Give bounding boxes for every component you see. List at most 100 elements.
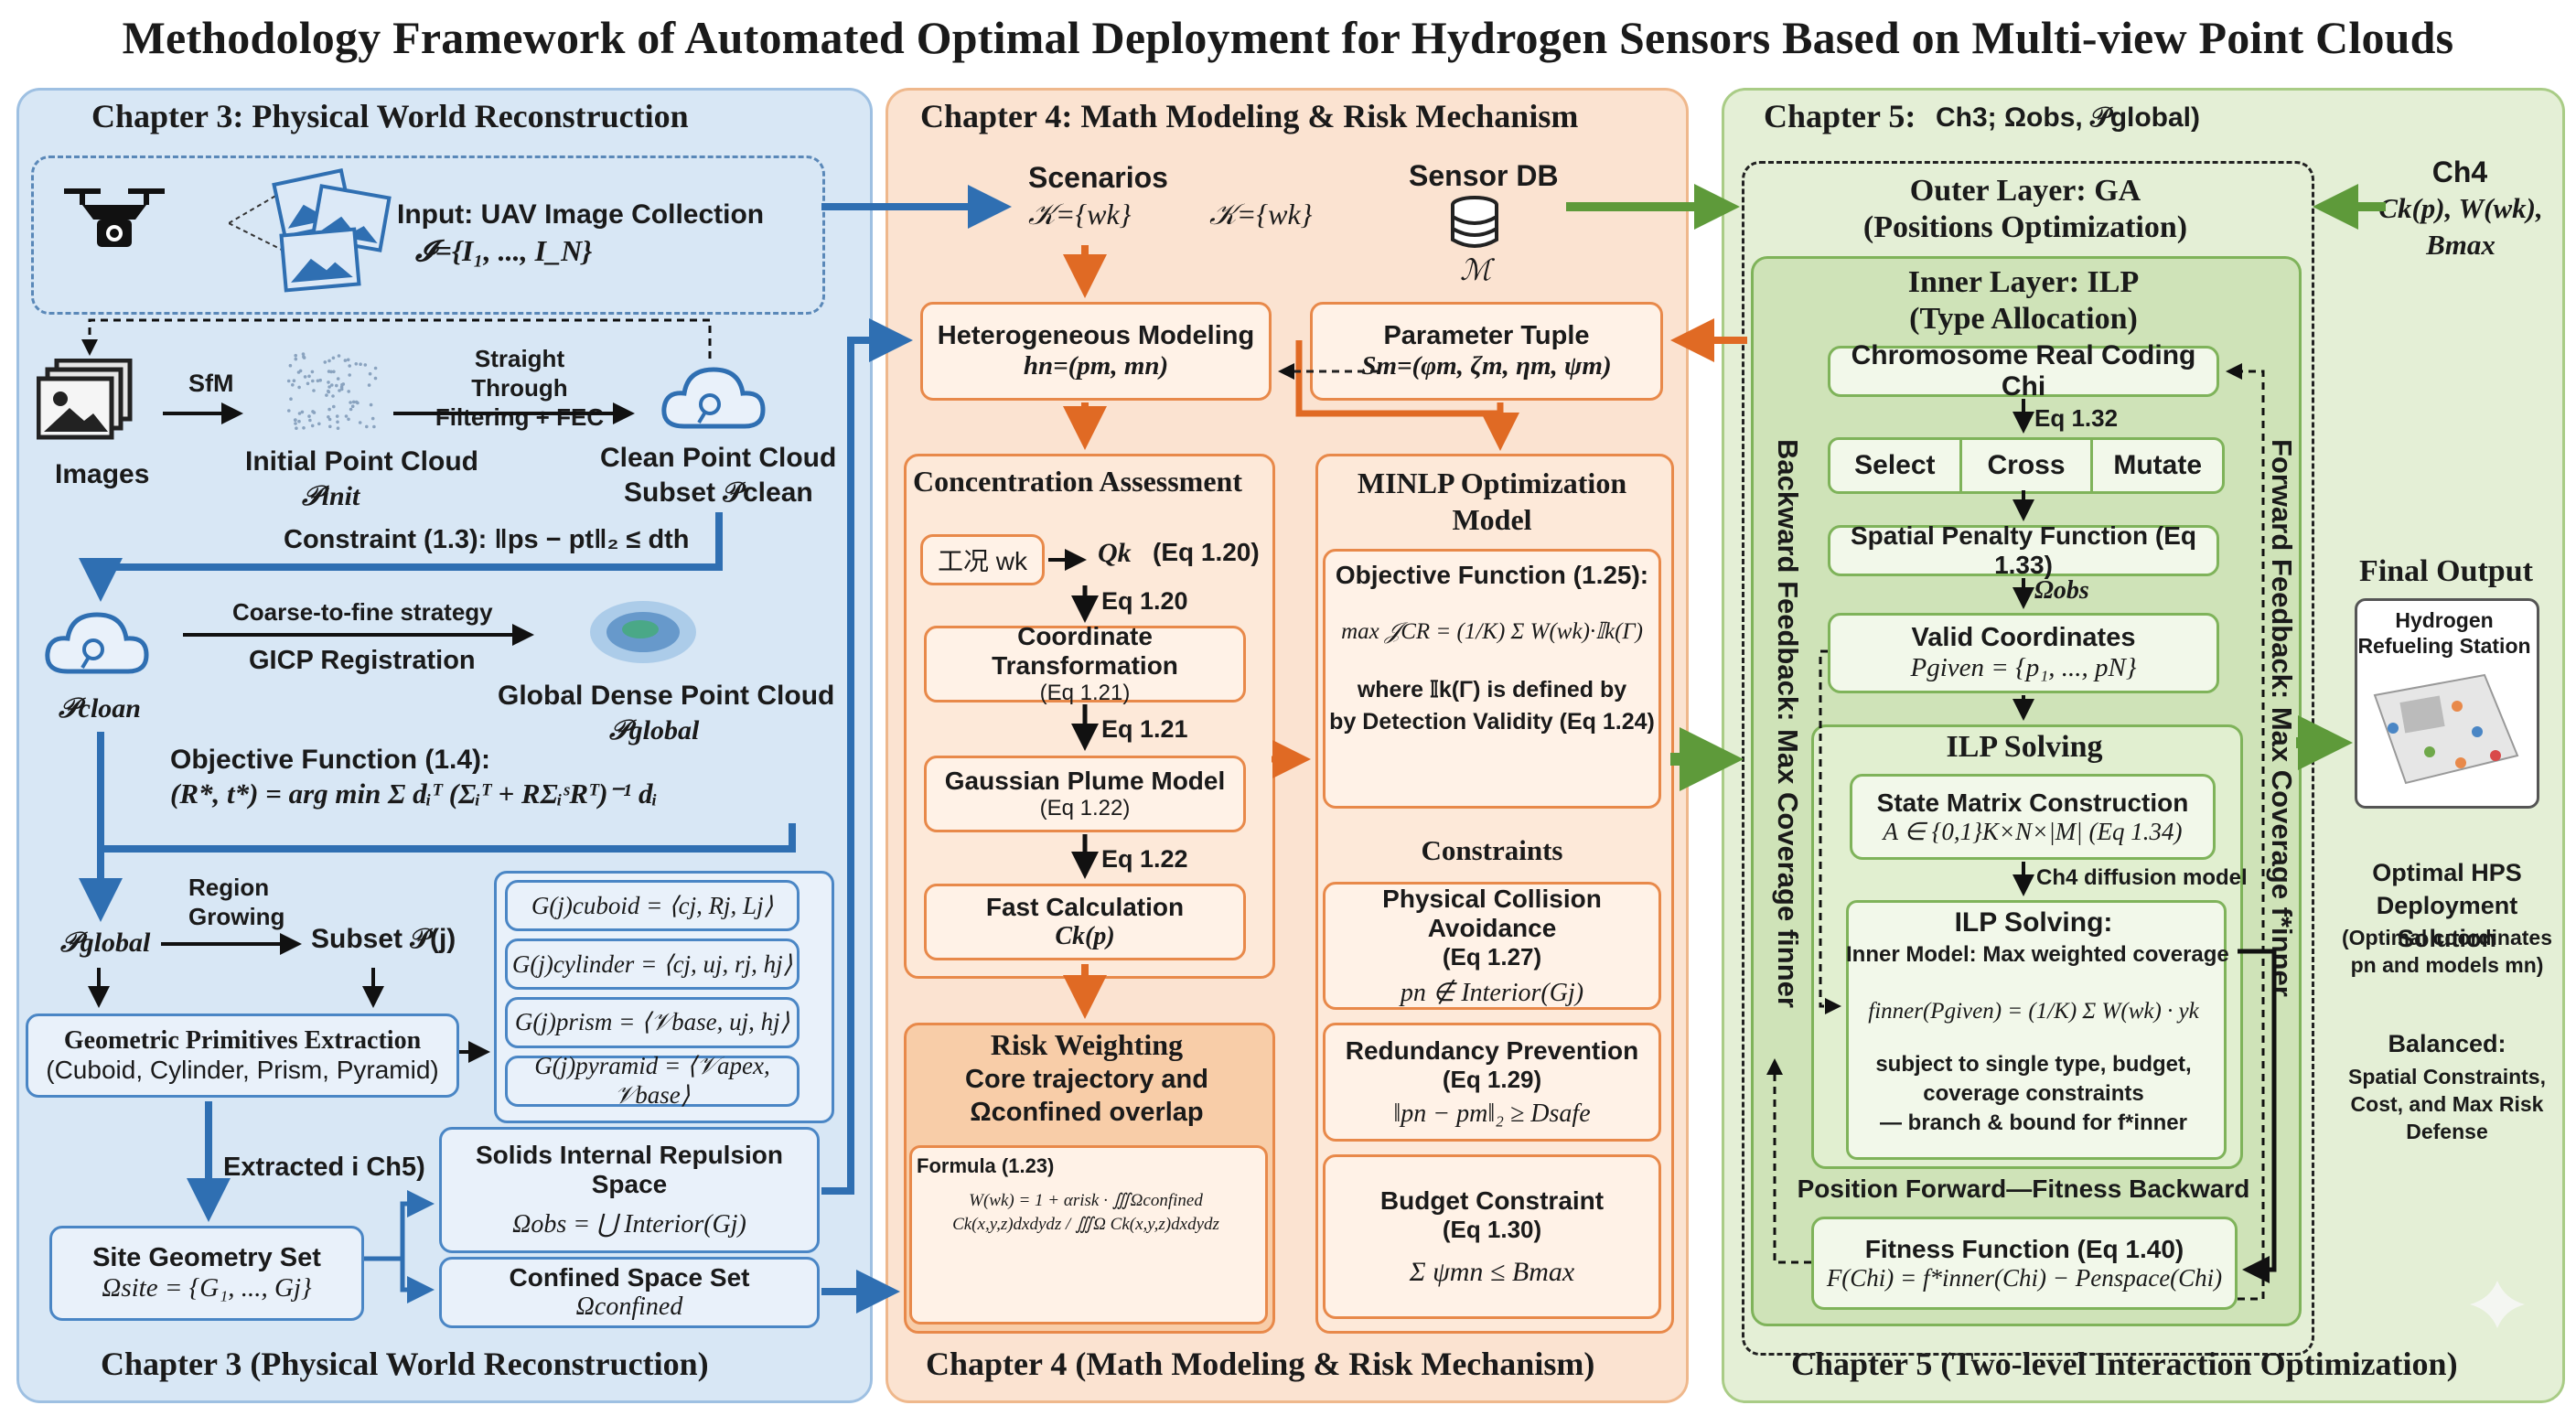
- fitness-box: Fitness Function (Eq 1.40) F(Chi) = f*in…: [1811, 1217, 2238, 1310]
- mutate-op: Mutate: [2113, 450, 2203, 480]
- fast-title: Fast Calculation: [985, 893, 1185, 921]
- inner-subtitle: (Type Allocation): [1909, 302, 2138, 336]
- state-title: State Matrix Construction: [1876, 788, 2189, 817]
- budget-eq: (Eq 1.30): [1442, 1215, 1542, 1243]
- optimal-solution-sub: (Optimal coordinates pn and models mn): [2341, 926, 2553, 977]
- fast-calc-box: Fast Calculation Ck(p): [924, 884, 1246, 960]
- chapter3-header: Chapter 3: Physical World Reconstruction: [91, 98, 689, 134]
- scenarios-label: Scenarios: [1028, 161, 1168, 194]
- budget-formula: Σ ψmn ≤ Bmax: [1409, 1256, 1575, 1287]
- ilp-inner-box: [1846, 900, 2227, 1160]
- constraints-label: Constraints: [1421, 834, 1563, 866]
- drone-icon: [64, 188, 165, 247]
- budget-box: Budget Constraint (Eq 1.30) Σ ψmn ≤ Bmax: [1323, 1154, 1661, 1319]
- minlp-title: MINLP Optimization Model: [1357, 467, 1627, 536]
- valid-formula: Pgiven = {p₁, ..., pN}: [1910, 653, 2137, 682]
- g-prism: G(j)prism = ⟨𝒱base, uj, hj⟩: [505, 997, 800, 1048]
- chapter3-footer: Chapter 3 (Physical World Reconstruction…: [101, 1346, 709, 1382]
- eq-1-32-label: Eq 1.32: [2034, 404, 2119, 432]
- hetero-title: Heterogeneous Modeling: [937, 321, 1255, 350]
- confined-box: Confined Space Set Ωconfined: [439, 1257, 820, 1328]
- risk-formula: W(wk) = 1 + αrisk · ∭Ωconfined Ck(x,y,z)…: [952, 1191, 1219, 1234]
- confined-title: Confined Space Set: [509, 1263, 750, 1292]
- initial-cloud-label: Initial Point Cloud: [245, 446, 478, 477]
- subject-line-1: subject to single type, budget,: [1875, 1052, 2192, 1077]
- filter-label: Straight Through Filtering + FEC: [435, 345, 605, 431]
- gauss-eq: (Eq 1.22): [1039, 796, 1131, 820]
- objective-1-4-formula: (R*, t*) = arg min Σ dᵢᵀ (Σᵢᵀ + RΣᵢˢRᵀ)⁻…: [170, 778, 658, 810]
- site-title: Site Geometry Set: [92, 1243, 321, 1272]
- clean-cloud-subset: Subset 𝒫clean: [624, 477, 813, 508]
- pca-eq: (Eq 1.27): [1442, 942, 1542, 971]
- initial-point-cloud-icon: [286, 352, 378, 430]
- chapter4-footer: Chapter 4 (Math Modeling & Risk Mechanis…: [926, 1346, 1595, 1382]
- global-cloud-symbol: 𝒫global: [609, 715, 700, 745]
- input-label: Input: UAV Image Collection: [397, 199, 765, 230]
- global-cloud-label: Global Dense Point Cloud: [498, 681, 835, 711]
- station-label: Hydrogen Refueling Station: [2357, 608, 2531, 658]
- g-cylinder: G(j)cylinder = ⟨cj, uj, rj, hj⟩: [505, 938, 800, 990]
- solids-box: Solids Internal Repulsion Space Ωobs = ⋃…: [439, 1127, 820, 1253]
- valid-title: Valid Coordinates: [1911, 623, 2136, 652]
- database-icon: [1451, 196, 1498, 248]
- subject-line-2: coverage constraints: [1923, 1081, 2144, 1106]
- obj-title: Objective Function (1.25):: [1335, 561, 1649, 589]
- solids-formula: Ωobs = ⋃ Interior(Gj): [512, 1210, 746, 1239]
- formula-1-23-label: Formula (1.23): [917, 1154, 1055, 1177]
- param-formula: Sm=(φm, ζm, ηm, ψm): [1361, 351, 1612, 381]
- param-title: Parameter Tuple: [1383, 321, 1590, 350]
- red-title: Redundancy Prevention: [1345, 1035, 1639, 1065]
- ilp-title: ILP Solving: [1946, 730, 2103, 764]
- gauss-title: Gaussian Plume Model: [944, 767, 1226, 795]
- region-growing-label: Region Growing: [188, 874, 285, 930]
- clean-cloud-icon: [661, 367, 766, 429]
- ch4-input-label: Ch4: [2431, 156, 2488, 188]
- sfm-label: SfM: [188, 370, 234, 397]
- risk-sub1: Core trajectory and: [965, 1065, 1208, 1094]
- coord-eq: (Eq 1.21): [1039, 681, 1131, 705]
- eq-1-22-arrow-label: Eq 1.22: [1101, 845, 1188, 873]
- station-map-icon: [2373, 673, 2519, 785]
- page-title: Methodology Framework of Automated Optim…: [122, 12, 2454, 63]
- eq-1-20: (Eq 1.20): [1153, 538, 1260, 566]
- collision-box: Physical Collision Avoidance (Eq 1.27) p…: [1323, 882, 1661, 1010]
- conc-title: Concentration Assessment: [913, 465, 1242, 498]
- scenarios-formula-2: 𝒦={wk}: [1209, 198, 1313, 231]
- diffusion-label: Ch4 diffusion model: [2036, 865, 2248, 890]
- pca-title: Physical Collision Avoidance: [1382, 884, 1602, 942]
- chapter5-header-note: Ch3; Ωobs, 𝒫global): [1936, 102, 2201, 133]
- g-pyramid: G(j)pyramid = ⟨𝒱apex, 𝒱base⟩: [505, 1052, 800, 1109]
- images-icon: [37, 359, 133, 440]
- optimal-solution: Optimal HPS Deployment Solution: [2372, 859, 2522, 952]
- coord-transform-box: Coordinate Transformation (Eq 1.21): [924, 622, 1246, 705]
- hetero-formula: hn=(pm, mn): [1023, 351, 1169, 381]
- sparkle-icon: [2470, 1281, 2525, 1328]
- geometric-primitives-box: Geometric Primitives Extraction (Cuboid,…: [26, 1014, 459, 1098]
- risk-title: Risk Weighting: [990, 1028, 1184, 1061]
- sensor-db-label: Sensor DB: [1409, 159, 1559, 192]
- obj-where: where 𝕀k(Γ) is defined by: [1357, 677, 1627, 702]
- eq-1-20-arrow-label: Eq 1.20: [1101, 587, 1188, 615]
- red-eq: (Eq 1.29): [1442, 1065, 1542, 1093]
- position-forward-label: Position Forward—Fitness Backward: [1797, 1174, 2250, 1203]
- chromosome-box: Chromosome Real Coding Chi: [1828, 340, 2219, 402]
- work-condition-box: 工况 wk: [920, 534, 1045, 585]
- objective-1-25-box: Objective Function (1.25): max 𝒥CR = (1/…: [1323, 549, 1661, 809]
- constraint-1-3: Constraint (1.3): ‖ps − pt‖₂ ≤ dth: [284, 525, 690, 554]
- obj-where2: by Detection Validity (Eq 1.24): [1329, 709, 1655, 735]
- parameter-tuple-box: Parameter Tuple Sm=(φm, ζm, ηm, ψm): [1310, 302, 1663, 401]
- hetero-modeling-box: Heterogeneous Modeling hn=(pm, mn): [920, 302, 1272, 401]
- risk-sub2: Ωconfined overlap: [970, 1098, 1204, 1127]
- scenarios-formula: 𝒦={wk}: [1028, 198, 1132, 231]
- coord-title: Coordinate Transformation: [992, 622, 1178, 680]
- select-op: Select: [1830, 440, 1962, 491]
- omega-obs-label: Ωobs: [2034, 576, 2089, 605]
- confined-formula: Ωconfined: [575, 1292, 683, 1321]
- state-matrix-box: State Matrix Construction A ∈ {0,1}K×N×|…: [1850, 774, 2216, 860]
- cloan-symbol: 𝒫cloan: [59, 693, 141, 724]
- branch-line: — branch & bound for f*inner: [1880, 1110, 2187, 1135]
- final-output-title: Final Output: [2359, 554, 2533, 588]
- chapter4-header: Chapter 4: Math Modeling & Risk Mechanis…: [920, 98, 1579, 134]
- input-dashed-box: [31, 156, 825, 315]
